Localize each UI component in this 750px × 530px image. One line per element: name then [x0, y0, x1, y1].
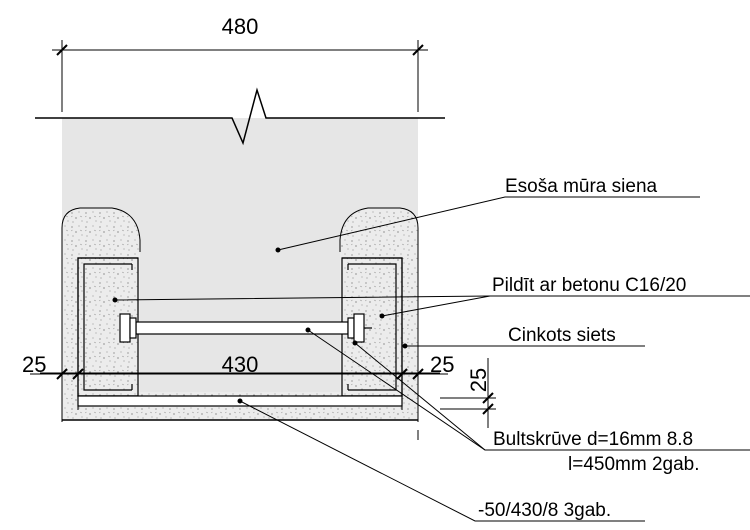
bottom-dimension-drawn [30, 368, 448, 422]
dimension-lines [40, 40, 440, 440]
label-mesh: Cinkots siets [508, 325, 616, 346]
bolt [119, 313, 372, 343]
break-line [35, 87, 445, 146]
label-plate: -50/430/8 3gab. [478, 500, 611, 521]
dim-25-right: 25 [430, 352, 454, 377]
dim-25-vertical: 25 [466, 368, 491, 392]
dim-430-text: 430 [222, 352, 259, 377]
dim-25-left: 25 [22, 352, 46, 377]
dim-480: 480 [222, 14, 259, 39]
label-bolt-line1: Bultskrūve d=16mm 8.8 [493, 429, 693, 450]
label-bolt-line2: l=450mm 2gab. [568, 454, 700, 475]
label-concrete-fill: Pildīt ar betonu C16/20 [492, 275, 686, 296]
leader-lines [112, 196, 750, 522]
vertical-dimension [440, 358, 496, 428]
label-wall: Esoša mūra siena [505, 176, 658, 197]
